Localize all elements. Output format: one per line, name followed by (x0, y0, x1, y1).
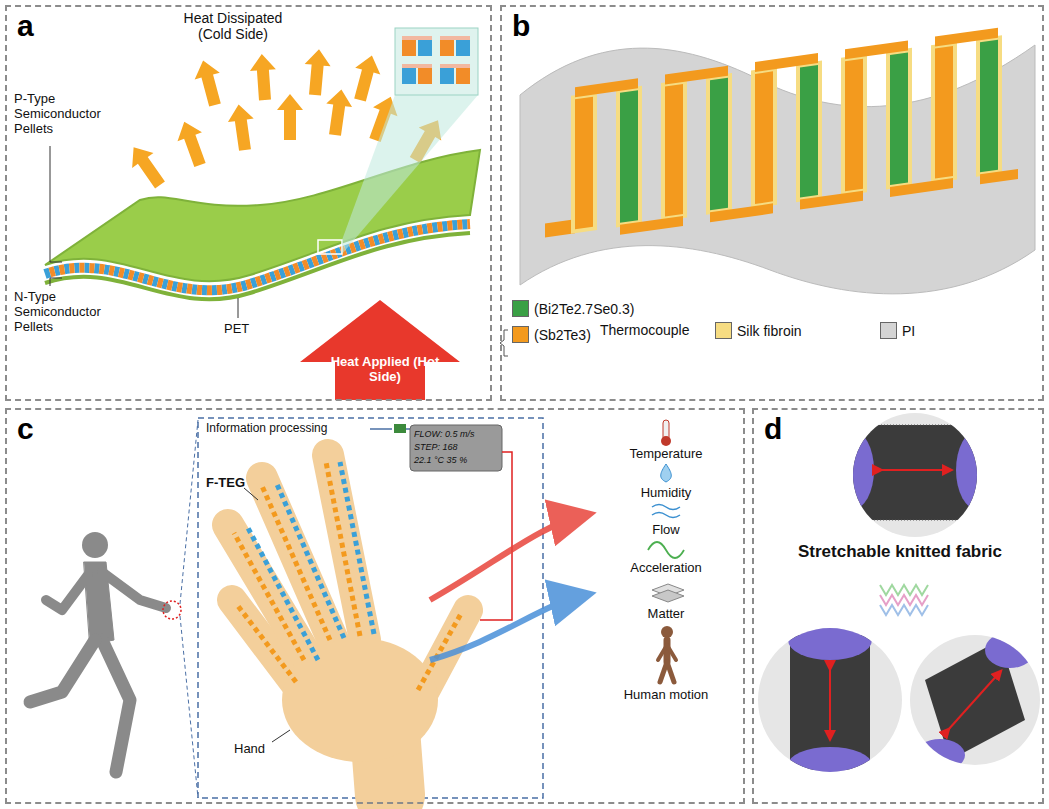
sensor-label: Temperature (595, 447, 737, 462)
legend-text: Silk fibroin (737, 323, 802, 339)
legend-swatch (715, 322, 732, 339)
legend-row: PI (880, 322, 915, 339)
screen-text: 22.1 °C 35 % (414, 455, 500, 465)
legend-row: Silk fibroin (715, 322, 802, 339)
part-label: Information processing (206, 422, 371, 436)
sensor-label: Human motion (595, 688, 737, 703)
legend-row: (Sb2Te3) (512, 326, 591, 343)
legend-text: (Bi2Te2.7Se0.3) (534, 301, 634, 317)
group-label: Thermocouple (600, 322, 700, 338)
panel-letter: a (17, 9, 34, 42)
legend-text: PI (902, 323, 915, 339)
screen-text: STEP: 168 (414, 442, 500, 452)
panel-letter: d (764, 412, 782, 445)
sensor-label: Matter (595, 607, 737, 622)
pellet-label: P-Type Semiconductor Pellets (14, 92, 114, 137)
panel-letter: b (512, 9, 530, 42)
part-label: F-TEG (206, 476, 266, 491)
legend-text: (Sb2Te3) (534, 327, 591, 343)
sensor-label: Humidity (595, 486, 737, 501)
legend-row: (Bi2Te2.7Se0.3) (512, 300, 634, 317)
legend-swatch (512, 300, 529, 317)
sensor-label: Flow (595, 523, 737, 538)
panel-letter: c (17, 412, 34, 445)
sensor-label: Acceleration (595, 561, 737, 576)
panel-frame: d (752, 408, 1044, 804)
heat-label: Heat Applied (Hot Side) (330, 355, 440, 385)
pellet-label: N-Type Semiconductor Pellets (14, 290, 114, 335)
part-label: Hand (234, 742, 284, 757)
heat-label: Heat Dissipated (Cold Side) (168, 10, 298, 42)
panel-frame: a (5, 5, 492, 401)
caption-text: Stretchable knitted fabric (760, 542, 1040, 562)
legend-swatch (512, 326, 529, 343)
substrate-label: PET (224, 322, 264, 337)
legend-swatch (880, 322, 897, 339)
screen-text: FLOW: 0.5 m/s (414, 429, 500, 439)
panel-frame: c (5, 408, 745, 804)
